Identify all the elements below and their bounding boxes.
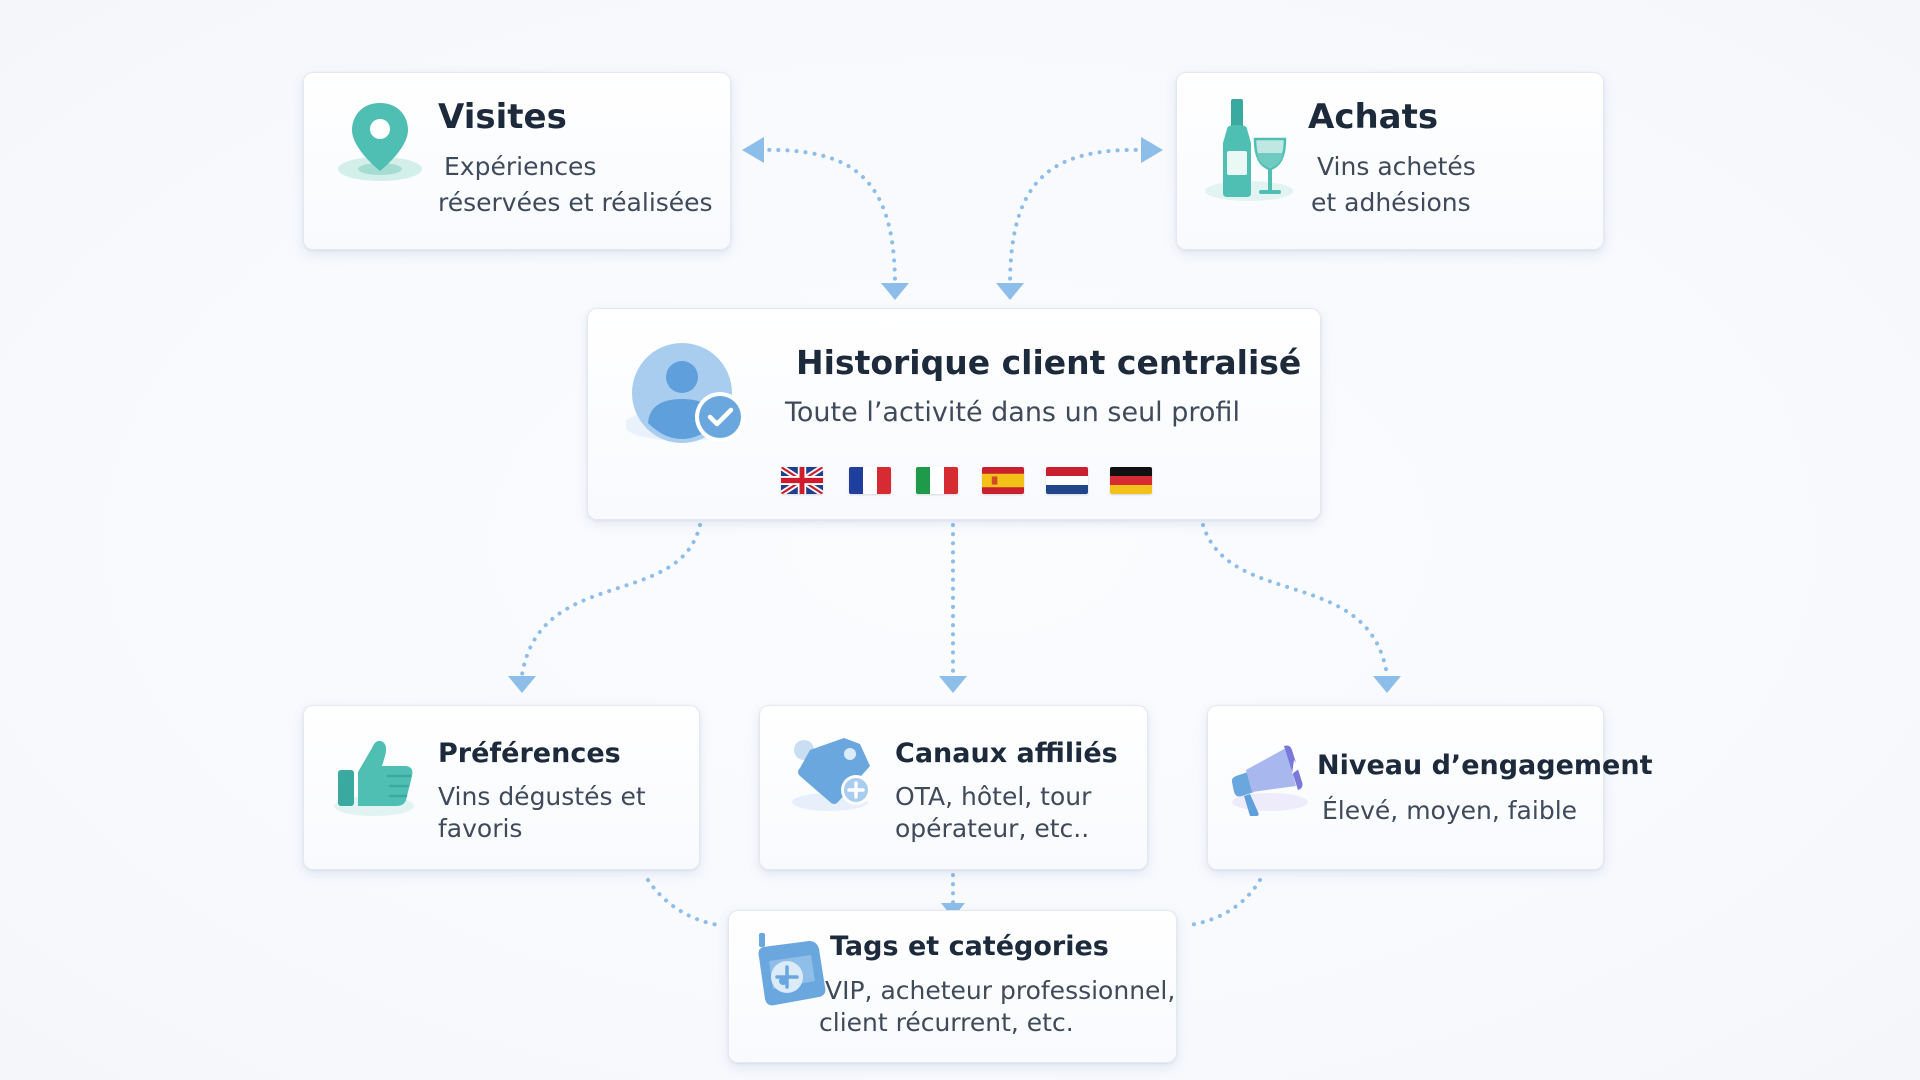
purchases-card: Achats Vins achetés et adhésions — [1176, 72, 1604, 250]
visits-description-line1: Expériences — [444, 152, 597, 181]
arrowhead-preferences — [508, 676, 536, 693]
italy-flag[interactable] — [916, 467, 958, 494]
visits-description-line2: réservées et réalisées — [438, 188, 713, 217]
arrowhead-history-left — [881, 283, 909, 300]
affiliated-channels-card: Canaux affiliés OTA, hôtel, tour opérate… — [759, 705, 1148, 870]
connector-engagement-tags — [1188, 878, 1262, 927]
channels-description-line1: OTA, hôtel, tour — [895, 782, 1092, 811]
engagement-title: Niveau d’engagement — [1317, 750, 1653, 781]
tags-description-line1: VIP, acheteur professionnel, — [825, 976, 1176, 1005]
purchases-description-line2: et adhésions — [1311, 188, 1471, 217]
engagement-description-line1: Élevé, moyen, faible — [1322, 796, 1578, 825]
tags-description-line2: client récurrent, etc. — [819, 1008, 1074, 1037]
megaphone-icon — [1231, 745, 1308, 816]
channels-description-line2: opérateur, etc.. — [895, 814, 1090, 843]
location-pin-icon — [338, 103, 422, 181]
preferences-description-line2: favoris — [438, 814, 523, 843]
connector-preferences-tags — [646, 878, 720, 927]
arrowhead-channels — [939, 676, 967, 693]
connector-visits-history — [758, 147, 897, 287]
france-flag[interactable] — [849, 467, 891, 494]
arrowhead-purchases — [1141, 137, 1163, 163]
arrowhead-history-right — [996, 283, 1024, 300]
user-profile-check-icon — [626, 343, 745, 443]
arrowhead-engagement — [1373, 676, 1401, 693]
wine-bottle-glass-icon — [1205, 99, 1293, 201]
visits-title: Visites — [438, 97, 567, 137]
netherlands-flag[interactable] — [1046, 467, 1088, 494]
uk-flag[interactable] — [781, 467, 823, 494]
connector-purchases-history — [1008, 147, 1147, 287]
history-subtitle: Toute l’activité dans un seul profil — [785, 397, 1240, 428]
affiliate-tag-icon — [792, 738, 871, 811]
thumbs-up-icon — [334, 740, 414, 816]
tags-categories-card: Tags et catégories VIP, acheteur profess… — [728, 910, 1177, 1063]
engagement-card: Niveau d’engagement Élevé, moyen, faible — [1207, 705, 1652, 870]
visits-card: Visites Expériences réservées et réalisé… — [303, 72, 731, 250]
connector-history-preferences — [520, 523, 702, 677]
spain-flag[interactable] — [982, 467, 1024, 494]
tags-title: Tags et catégories — [830, 931, 1109, 962]
purchases-description-line1: Vins achetés — [1317, 152, 1476, 181]
tag-icon — [758, 933, 826, 1006]
preferences-card: Préférences Vins dégustés et favoris — [303, 705, 700, 870]
purchases-title: Achats — [1308, 97, 1439, 137]
preferences-description-line1: Vins dégustés et — [438, 782, 646, 811]
history-title: Historique client centralisé — [796, 343, 1302, 382]
history-card: Historique client centralisé Toute l’act… — [587, 308, 1321, 520]
channels-title: Canaux affiliés — [895, 738, 1118, 769]
arrowhead-visits — [742, 137, 764, 163]
germany-flag[interactable] — [1110, 467, 1152, 494]
preferences-title: Préférences — [438, 738, 621, 769]
connector-history-engagement — [1201, 523, 1389, 677]
